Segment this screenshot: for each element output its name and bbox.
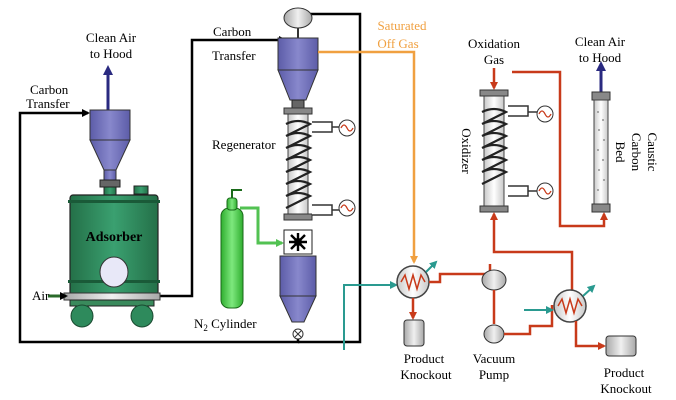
label-saturated-1: Saturated (377, 18, 427, 33)
label-product-knockout-2a: Product (604, 365, 645, 380)
n2-cylinder (220, 189, 284, 309)
label-clean-air-right-2: to Hood (579, 50, 622, 65)
regenerator (277, 7, 356, 340)
labels: Clean Air to Hood Carbon Transfer Carbon… (26, 18, 660, 396)
label-clean-air-left-2: to Hood (90, 46, 133, 61)
label-carbon-transfer-left-2: Transfer (26, 96, 70, 111)
label-carbon-transfer-left-1: Carbon (30, 82, 69, 97)
oxidizer (479, 89, 554, 213)
adsorber (48, 65, 161, 328)
label-oxidizer: Oxidizer (459, 128, 474, 174)
caustic-carbon-bed (591, 61, 611, 213)
condenser-right (524, 284, 637, 357)
label-product-knockout-1b: Knockout (400, 367, 452, 382)
label-carbon-transfer-top-1: Carbon (213, 24, 252, 39)
label-caustic-2: Carbon (629, 133, 644, 172)
label-saturated-2: Off Gas (377, 36, 418, 51)
label-oxidation-1: Oxidation (468, 36, 520, 51)
label-vacuum-pump-a: Vacuum (473, 351, 516, 366)
condenser-to-oxidizer-line (490, 212, 574, 290)
oxidizer-to-caustic-line (512, 70, 608, 228)
label-caustic-3: Bed (613, 142, 628, 163)
label-air: Air (32, 288, 50, 303)
label-product-knockout-2b: Knockout (600, 381, 652, 396)
label-regenerator: Regenerator (212, 137, 276, 152)
label-caustic-1: Caustic (645, 133, 660, 172)
carbon-transfer-loop (18, 12, 362, 344)
vacuum-pump (481, 269, 554, 344)
label-clean-air-right-1: Clean Air (575, 34, 626, 49)
label-oxidation-2: Gas (484, 52, 504, 67)
label-adsorber: Adsorber (86, 230, 143, 245)
label-carbon-transfer-top-2: Transfer (212, 48, 256, 63)
label-clean-air-left-1: Clean Air (86, 30, 137, 45)
label-product-knockout-1a: Product (404, 351, 445, 366)
condenser-left (343, 260, 492, 350)
label-vacuum-pump-b: Pump (479, 367, 509, 382)
label-n2-cylinder: N2 Cylinder (194, 316, 257, 333)
saturated-off-gas-line (318, 50, 418, 264)
